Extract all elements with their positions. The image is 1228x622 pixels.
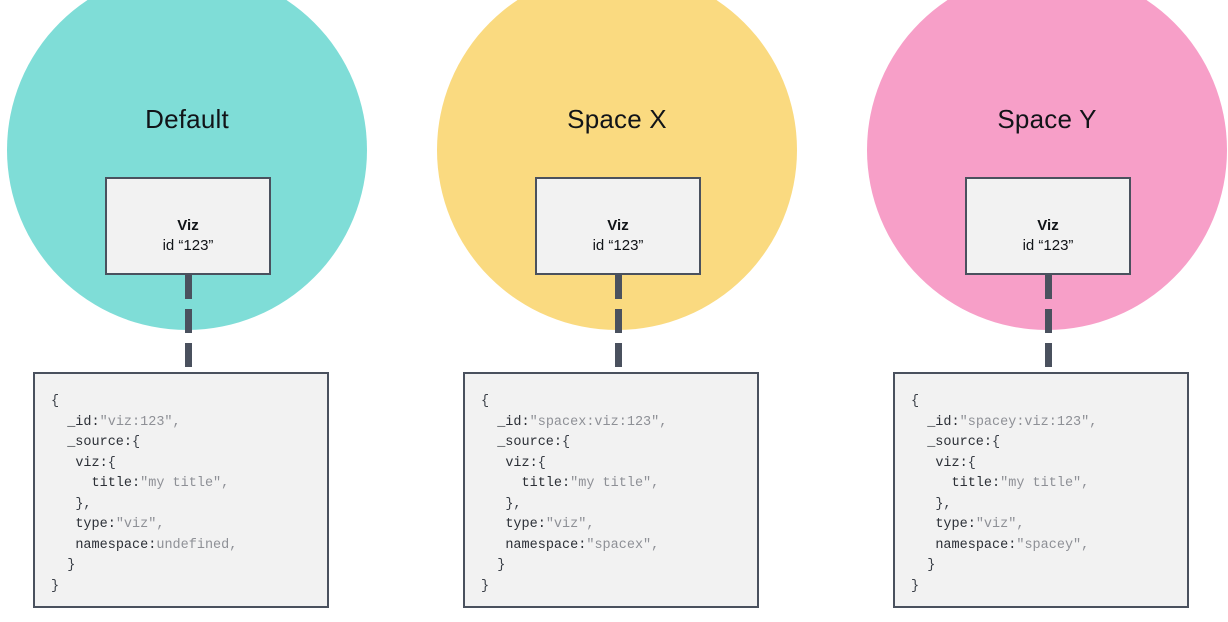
viz-node-text-group: Viz id “123” — [107, 217, 269, 255]
viz-node-id: id “123” — [162, 236, 214, 254]
connector-dashed-spacex — [615, 275, 622, 373]
viz-node-text-group: Viz id “123” — [537, 217, 699, 255]
code-text-default: { _id:"viz:123", _source:{ viz:{ title:"… — [51, 394, 238, 594]
space-column-default: Default Viz id “123” { _id:"viz:123", _s… — [0, 0, 392, 622]
viz-node-id: id “123” — [1022, 236, 1074, 254]
code-block-spacey: { _id:"spacey:viz:123", _source:{ viz:{ … — [893, 372, 1189, 608]
space-title-spacex: Space X — [567, 104, 667, 134]
space-title-default: Default — [145, 104, 229, 134]
viz-node-default: Viz id “123” — [105, 177, 271, 275]
space-title-spacey: Space Y — [997, 104, 1097, 134]
connector-dashed-spacey — [1045, 275, 1052, 373]
code-text-spacex: { _id:"spacex:viz:123", _source:{ viz:{ … — [481, 394, 668, 594]
space-column-spacey: Space Y Viz id “123” { _id:"spacey:viz:1… — [842, 0, 1228, 622]
code-text-spacey: { _id:"spacey:viz:123", _source:{ viz:{ … — [911, 394, 1098, 594]
code-block-default: { _id:"viz:123", _source:{ viz:{ title:"… — [33, 372, 329, 608]
viz-node-text-group: Viz id “123” — [967, 217, 1129, 255]
connector-dashed-default — [185, 275, 192, 373]
space-column-spacex: Space X Viz id “123” { _id:"spacex:viz:1… — [412, 0, 822, 622]
viz-node-spacey: Viz id “123” — [965, 177, 1131, 275]
viz-node-spacex: Viz id “123” — [535, 177, 701, 275]
viz-node-name: Viz — [607, 216, 629, 234]
viz-node-name: Viz — [177, 216, 199, 234]
viz-node-id: id “123” — [592, 236, 644, 254]
viz-node-name: Viz — [1037, 216, 1059, 234]
code-block-spacex: { _id:"spacex:viz:123", _source:{ viz:{ … — [463, 372, 759, 608]
